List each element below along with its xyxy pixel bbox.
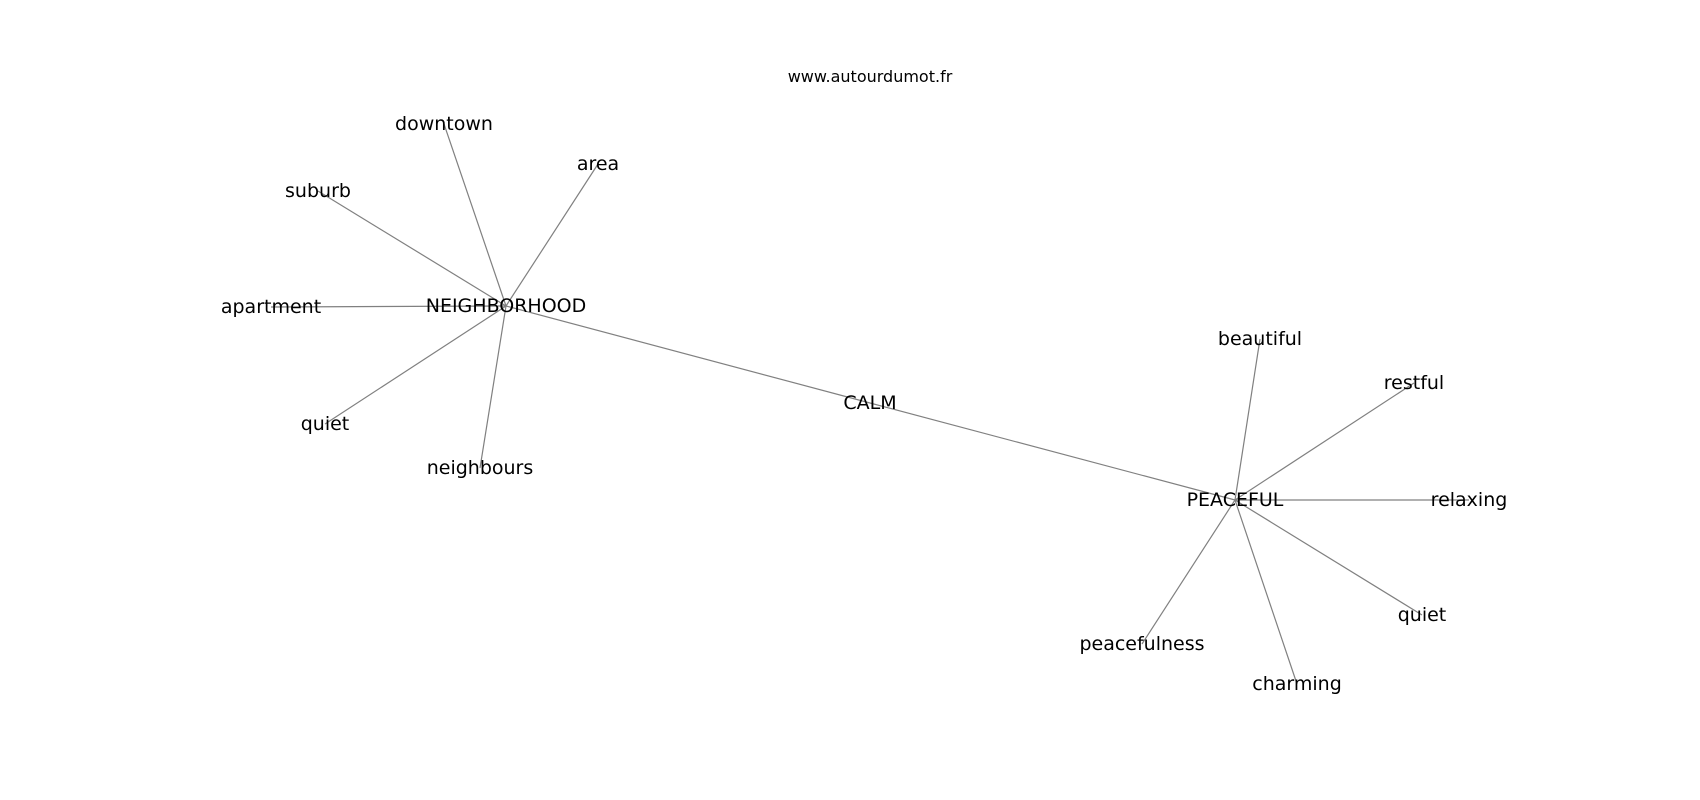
leaf-node-label: quiet bbox=[1398, 604, 1447, 626]
leaf-node-label: quiet bbox=[301, 413, 350, 435]
edge-peaceful-to-beautiful bbox=[1234, 338, 1261, 501]
edge-neighborhood-to-neighbours bbox=[479, 305, 507, 469]
edge-peaceful-to-charming bbox=[1234, 499, 1298, 685]
edge-peaceful-to-quiet bbox=[1234, 499, 1423, 616]
edge-peaceful-to-restful bbox=[1234, 382, 1415, 501]
leaf-node-label: restful bbox=[1384, 372, 1444, 394]
leaf-node-label: neighbours bbox=[427, 457, 534, 479]
leaf-node-label: beautiful bbox=[1218, 328, 1302, 350]
edge-neighborhood-to-downtown bbox=[443, 123, 507, 307]
hub-node-label: NEIGHBORHOOD bbox=[426, 295, 587, 317]
edge-center-to-peaceful bbox=[869, 402, 1236, 501]
graph-labels: www.autourdumot.fr CALM NEIGHBORHOOD downt… bbox=[221, 67, 1507, 695]
edge-center-to-neighborhood bbox=[505, 305, 871, 404]
leaf-node-label: downtown bbox=[395, 113, 493, 135]
edge-peaceful-to-peacefulness bbox=[1141, 499, 1236, 645]
leaf-node-label: suburb bbox=[285, 180, 351, 202]
edge-neighborhood-to-apartment bbox=[270, 305, 507, 308]
leaf-node-label: charming bbox=[1252, 673, 1342, 695]
leaf-node-label: relaxing bbox=[1431, 489, 1508, 511]
source-label: www.autourdumot.fr bbox=[788, 67, 953, 86]
edge-neighborhood-to-area bbox=[505, 163, 599, 307]
center-node-label: CALM bbox=[843, 392, 896, 414]
graph-edges bbox=[270, 123, 1469, 685]
edge-neighborhood-to-suburb bbox=[317, 190, 507, 307]
leaf-node-label: peacefulness bbox=[1079, 633, 1204, 655]
edge-neighborhood-to-quiet bbox=[324, 305, 507, 425]
leaf-node-label: apartment bbox=[221, 296, 321, 318]
leaf-node-label: area bbox=[577, 153, 619, 175]
hub-node-label: PEACEFUL bbox=[1187, 489, 1284, 511]
